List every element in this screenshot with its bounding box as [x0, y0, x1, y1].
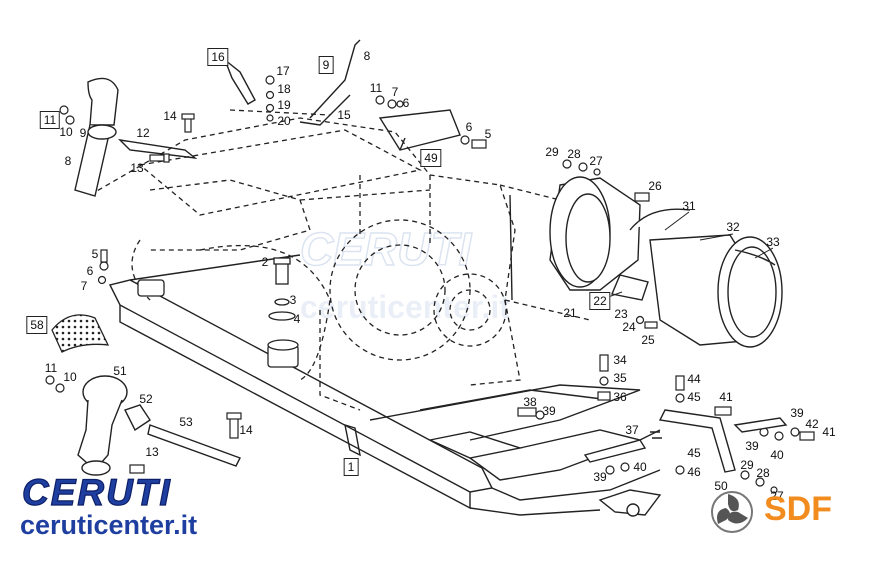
part-callout-32: 32: [726, 220, 740, 234]
part-callout-10: 10: [63, 370, 77, 384]
part-callout-36: 36: [613, 390, 627, 404]
right-brackets: [583, 409, 788, 517]
sdf-logo-icon: [711, 491, 753, 533]
part-callout-2: 2: [261, 255, 269, 269]
part-callout-9: 9: [318, 56, 334, 74]
part-callout-41: 41: [822, 425, 836, 439]
part-callout-50: 50: [714, 479, 728, 493]
part-callout-21: 21: [563, 306, 577, 320]
part-callout-22: 22: [589, 292, 611, 310]
part-callout-31: 31: [682, 199, 696, 213]
part-callout-40: 40: [633, 460, 647, 474]
part-callout-6: 6: [86, 264, 94, 278]
part-callout-16: 16: [207, 48, 229, 66]
part-callout-29: 29: [545, 145, 559, 159]
ceruti-url[interactable]: ceruticenter.it: [20, 510, 198, 540]
part-callout-40: 40: [770, 448, 784, 462]
part-callout-38: 38: [523, 395, 537, 409]
part-callout-6: 6: [465, 120, 473, 134]
part-callout-20: 20: [277, 114, 291, 128]
exhaust-elbow: [77, 375, 241, 476]
part-callout-1: 1: [343, 458, 359, 476]
part-callout-12: 12: [136, 126, 150, 140]
part-callout-39: 39: [745, 439, 759, 453]
part-callout-33: 33: [766, 235, 780, 249]
air-filter-housing: [509, 176, 783, 348]
part-callout-45: 45: [687, 446, 701, 460]
part-callout-44: 44: [687, 372, 701, 386]
part-callout-15: 15: [337, 108, 351, 122]
frame-chassis: [108, 254, 661, 516]
part-callout-7: 7: [80, 279, 88, 293]
part-callout-24: 24: [622, 320, 636, 334]
part-callout-27: 27: [589, 154, 603, 168]
svg-text:ceruticenter.it: ceruticenter.it: [300, 289, 510, 325]
part-callout-28: 28: [756, 466, 770, 480]
part-callout-13: 13: [130, 161, 144, 175]
fasteners: [45, 75, 815, 494]
engine-mounts: [137, 257, 299, 368]
part-callout-19: 19: [277, 98, 291, 112]
part-callout-11: 11: [369, 81, 383, 95]
part-callout-53: 53: [179, 415, 193, 429]
part-callout-14: 14: [163, 109, 177, 123]
part-callout-39: 39: [790, 406, 804, 420]
part-callout-6: 6: [402, 96, 410, 110]
svg-text:CERUTI: CERUTI: [300, 223, 472, 275]
part-callout-27: 27: [770, 489, 784, 503]
part-callout-51: 51: [113, 364, 127, 378]
part-callout-7: 7: [391, 85, 399, 99]
part-callout-13: 13: [145, 445, 159, 459]
part-callout-49: 49: [420, 149, 442, 167]
part-callout-14: 14: [239, 423, 253, 437]
part-callout-58: 58: [26, 316, 48, 334]
part-callout-29: 29: [740, 458, 754, 472]
part-callout-35: 35: [613, 371, 627, 385]
part-callout-8: 8: [64, 154, 72, 168]
part-callout-18: 18: [277, 82, 291, 96]
part-callout-41: 41: [719, 390, 733, 404]
part-callout-11: 11: [39, 111, 61, 129]
part-callout-3: 3: [289, 293, 297, 307]
part-callout-46: 46: [687, 465, 701, 479]
part-callout-39: 39: [542, 404, 556, 418]
part-callout-5: 5: [484, 127, 492, 141]
watermark: CERUTI ceruticenter.it: [299, 222, 510, 325]
part-callout-39: 39: [593, 470, 607, 484]
intake-pipe: [74, 77, 119, 197]
ceruti-logo-text: CERUTI: [21, 471, 172, 513]
part-callout-5: 5: [91, 247, 99, 261]
heat-shield-mesh: [51, 314, 110, 353]
part-callout-45: 45: [687, 390, 701, 404]
part-callout-11: 11: [44, 361, 58, 375]
part-callout-23: 23: [614, 307, 628, 321]
part-callout-37: 37: [625, 423, 639, 437]
leader-lines: [599, 211, 774, 301]
part-callout-17: 17: [276, 64, 290, 78]
top-brackets: [117, 39, 461, 159]
part-callout-34: 34: [613, 353, 627, 367]
part-callout-52: 52: [139, 392, 153, 406]
part-callout-28: 28: [567, 147, 581, 161]
part-callout-9: 9: [79, 126, 87, 140]
part-callout-42: 42: [805, 417, 819, 431]
part-callout-8: 8: [363, 49, 371, 63]
part-callout-26: 26: [648, 179, 662, 193]
part-callout-10: 10: [59, 125, 73, 139]
part-callout-4: 4: [293, 312, 301, 326]
sdf-logo-text: SDF: [764, 490, 832, 528]
part-callout-25: 25: [641, 333, 655, 347]
